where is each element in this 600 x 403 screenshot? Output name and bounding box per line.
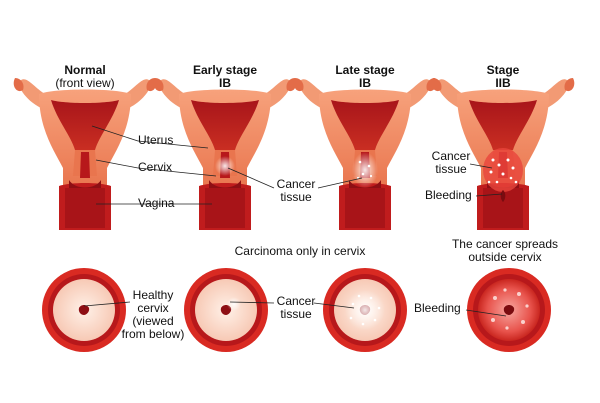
label-healthy-cervix: Healthy cervix (viewed from below) xyxy=(122,289,185,341)
caption-carcinoma-only-in-cervix: Carcinoma only in cervix xyxy=(234,244,366,258)
column-subtitle: IB xyxy=(218,76,231,90)
label-line: cervix xyxy=(137,301,169,315)
stage-iib-uterus xyxy=(431,78,575,230)
label-line: from below) xyxy=(121,327,185,341)
label-vagina: Vagina xyxy=(138,196,175,210)
caption-line: outside cervix xyxy=(468,250,542,264)
label-cancer-tissue-top: Cancer tissue xyxy=(277,178,316,204)
label-bleeding-top: Bleeding xyxy=(425,188,472,202)
column-header-normal: Normal (front view) xyxy=(55,64,114,90)
column-title: Stage xyxy=(486,63,520,77)
label-line: tissue xyxy=(280,307,312,321)
late-cervix-view xyxy=(323,268,407,352)
label-line: Cancer xyxy=(431,149,471,163)
early-stage-uterus xyxy=(153,78,297,230)
healthy-cervix-view xyxy=(42,268,126,352)
column-header-stage-iib: Stage IIB xyxy=(487,64,520,90)
caption-line: The cancer spreads xyxy=(451,237,559,251)
label-line: Cancer xyxy=(276,294,316,308)
label-line: tissue xyxy=(435,162,467,176)
column-title: Normal xyxy=(64,63,106,77)
label-bleeding-bottom: Bleeding xyxy=(414,301,461,315)
label-cervix: Cervix xyxy=(138,160,173,174)
column-subtitle: IB xyxy=(358,76,371,90)
column-title: Early stage xyxy=(192,63,258,77)
normal-uterus xyxy=(13,78,157,230)
label-line: tissue xyxy=(280,190,312,204)
stage-iib-cervix-view xyxy=(467,268,551,352)
column-subtitle: (front view) xyxy=(55,76,115,90)
column-subtitle: IIB xyxy=(495,76,511,90)
column-title: Late stage xyxy=(335,63,395,77)
caption-cancer-spreads: The cancer spreads outside cervix xyxy=(452,238,558,264)
column-header-early-stage: Early stage IB xyxy=(193,64,257,90)
label-cancer-tissue-bottom: Cancer tissue xyxy=(277,295,316,321)
label-stage-iib-cancer-tissue: Cancer tissue xyxy=(432,150,471,176)
label-line: Healthy xyxy=(132,288,174,302)
label-line: (viewed xyxy=(132,314,174,328)
early-cervix-view xyxy=(184,268,268,352)
column-header-late-stage: Late stage IB xyxy=(335,64,394,90)
late-stage-uterus xyxy=(293,78,437,230)
label-uterus: Uterus xyxy=(138,133,174,147)
label-line: Cancer xyxy=(276,177,316,191)
